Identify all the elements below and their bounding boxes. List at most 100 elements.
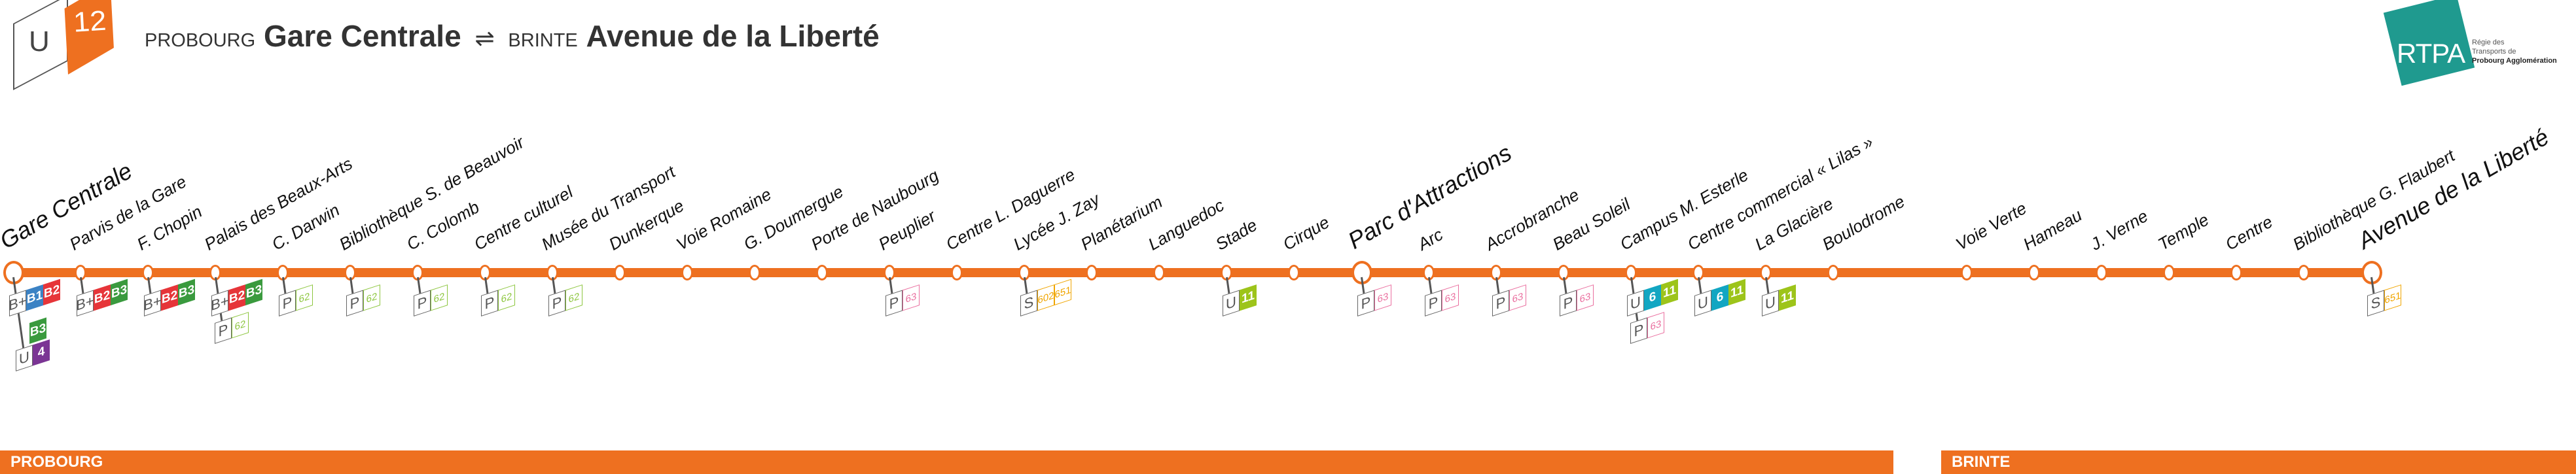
mode-letter: U: [29, 25, 50, 58]
connecting-line-badge[interactable]: 6: [1711, 284, 1728, 311]
destination-terminus: Avenue de la Liberté: [586, 19, 880, 53]
connecting-line-badge[interactable]: 651: [2384, 284, 2401, 311]
transport-mode-badge: P: [279, 290, 296, 316]
transport-mode-badge: U: [1762, 290, 1779, 316]
station-name: Stade: [1212, 214, 1261, 254]
operator-name-line: Régie des: [2472, 39, 2505, 46]
connecting-line-badge[interactable]: 11: [1728, 279, 1745, 306]
connecting-line-badge[interactable]: B3: [111, 279, 128, 306]
transport-mode-badge: P: [1560, 290, 1577, 316]
connecting-line-badge[interactable]: 63: [903, 284, 920, 311]
origin-city: PROBOURG: [145, 30, 256, 51]
transport-mode-badge: P: [1630, 317, 1647, 344]
zone-bar-brinte: BRINTE: [1941, 450, 2576, 474]
connecting-line-badge[interactable]: B3: [245, 279, 262, 306]
connecting-line-badge[interactable]: 62: [431, 284, 448, 311]
line-badge: U 12: [9, 0, 134, 90]
line-number-badge: 12: [64, 0, 114, 75]
operator-name-line: Transports de: [2472, 48, 2516, 56]
connecting-line-badge[interactable]: 11: [1779, 284, 1796, 311]
station-marker: [1153, 265, 1165, 280]
station-name: Boulodrome: [1819, 191, 1908, 254]
station-name: Hameau: [2020, 205, 2086, 254]
station-marker: [2163, 265, 2175, 280]
connecting-line-badge[interactable]: B2: [94, 284, 111, 311]
connecting-line-badge[interactable]: B2: [161, 284, 178, 311]
station-marker: [2230, 265, 2242, 280]
transport-mode-badge: P: [1357, 290, 1374, 316]
connecting-line-badge[interactable]: 651: [1054, 279, 1071, 306]
connecting-line-badge[interactable]: 62: [565, 284, 582, 311]
route-line: [13, 268, 2370, 277]
station-marker: [2096, 265, 2107, 280]
transport-mode-badge: P: [481, 290, 498, 316]
transport-mode-badge: U: [1694, 290, 1711, 316]
connecting-line-badge[interactable]: 63: [1374, 284, 1391, 311]
station-name: Arc: [1414, 224, 1446, 254]
connecting-line-badge[interactable]: 63: [1647, 312, 1664, 339]
station-marker: [2298, 265, 2310, 280]
station-marker: [1961, 265, 1973, 280]
station-name: J. Verne: [2087, 205, 2152, 254]
transport-mode-badge: P: [1425, 290, 1442, 316]
operator-name: Régie des Transports de Probourg Agglomé…: [2472, 38, 2557, 65]
transport-mode-badge: B+: [76, 290, 94, 316]
connecting-line-badge[interactable]: 6: [1644, 284, 1661, 311]
connecting-line-badge[interactable]: 63: [1509, 284, 1526, 311]
origin-terminus: Gare Centrale: [263, 19, 461, 53]
connecting-line-badge[interactable]: 11: [1661, 279, 1678, 306]
bidirectional-arrow-icon: ⇌: [474, 25, 495, 52]
station-name: Cirque: [1279, 212, 1333, 254]
station-marker: [951, 265, 963, 280]
connecting-line-badge[interactable]: 4: [33, 339, 50, 366]
station-marker: [2028, 265, 2040, 280]
transport-mode-badge: P: [346, 290, 363, 316]
station-marker: [749, 265, 760, 280]
connecting-line-badge[interactable]: 602: [1037, 284, 1054, 311]
station-marker: [1827, 265, 1839, 280]
operator-name-line: Probourg Agglomération: [2472, 57, 2557, 65]
connecting-line-badge[interactable]: B2: [43, 279, 60, 306]
station-marker: [681, 265, 693, 280]
connecting-line-badge[interactable]: 11: [1240, 284, 1257, 311]
connecting-line-badge[interactable]: 63: [1442, 284, 1459, 311]
transport-mode-badge: S: [1020, 290, 1037, 316]
operator-acronym: RTPA: [2397, 38, 2465, 69]
transport-mode-badge: B+: [211, 290, 229, 316]
transport-mode-badge: U: [16, 345, 33, 371]
operator-logo: RTPA Régie des Transports de Probourg Ag…: [2382, 0, 2576, 92]
transport-mode-badge: U: [1627, 290, 1644, 316]
connection-group: B3: [29, 317, 46, 344]
connecting-line-badge[interactable]: B3: [178, 279, 195, 306]
zone-bar-probourg: PROBOURG: [0, 450, 1893, 474]
transport-mode-badge: P: [414, 290, 431, 316]
station-marker: [816, 265, 828, 280]
transport-mode-badge: P: [885, 290, 903, 316]
mode-badge: U: [13, 0, 68, 90]
connecting-line-badge[interactable]: B2: [228, 284, 245, 311]
station-marker: [1288, 265, 1300, 280]
transport-mode-badge: P: [1492, 290, 1509, 316]
station-name: Temple: [2155, 209, 2213, 254]
station-marker: [1086, 265, 1098, 280]
line-number: 12: [72, 5, 107, 39]
transport-mode-badge: P: [548, 290, 565, 316]
transport-mode-badge: S: [2367, 290, 2384, 316]
connecting-line-badge[interactable]: 62: [296, 284, 313, 311]
connecting-line-badge[interactable]: 63: [1577, 284, 1594, 311]
connecting-line-badge[interactable]: B3: [29, 317, 46, 344]
connecting-line-badge[interactable]: 62: [498, 284, 515, 311]
connecting-line-badge[interactable]: 62: [232, 312, 249, 339]
transport-mode-badge: B+: [143, 290, 162, 316]
transport-mode-badge: U: [1223, 290, 1240, 316]
transport-mode-badge: P: [215, 317, 232, 344]
connecting-line-badge[interactable]: B1: [26, 284, 43, 311]
connecting-line-badge[interactable]: 62: [363, 284, 380, 311]
